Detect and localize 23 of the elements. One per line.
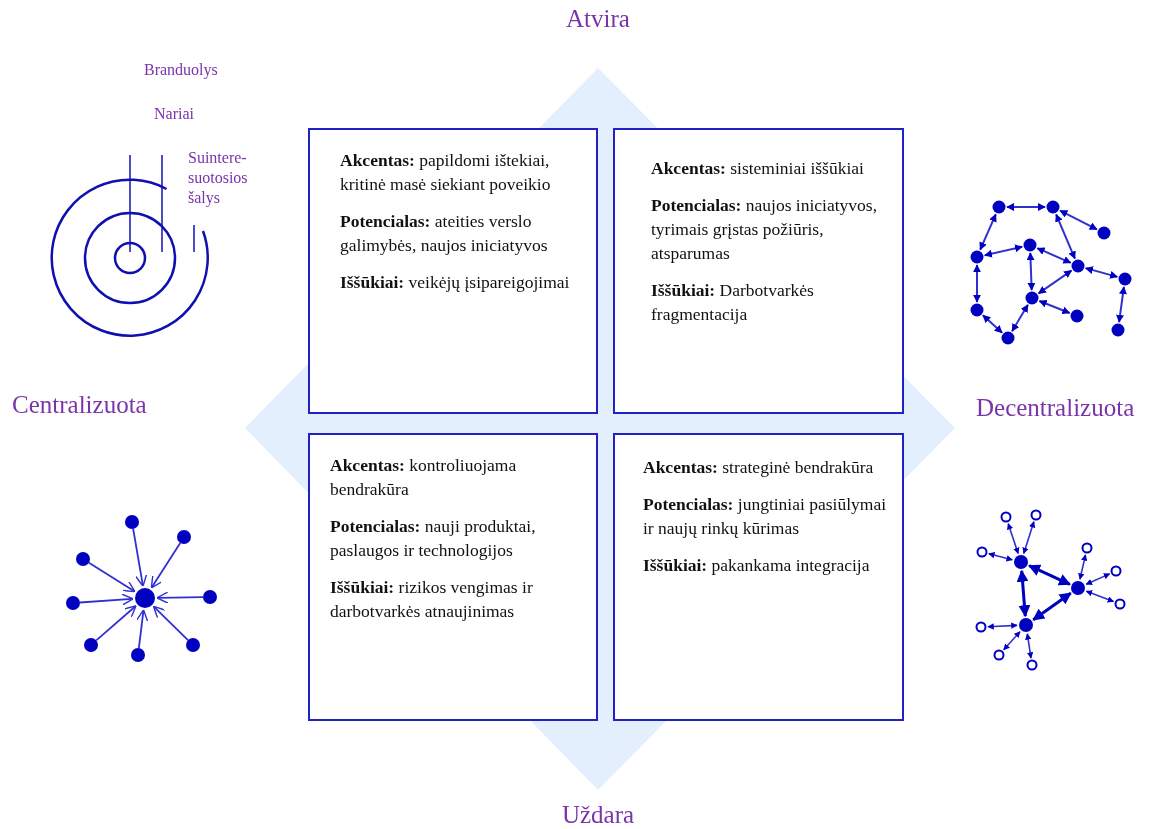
layer-label: Branduolys [144,60,218,80]
axis-label: Decentralizuota [976,393,1135,423]
quadrant-box [308,128,598,414]
quadrant-text: Potencialas: nauji produktai, paslaugos ir technologijos [330,515,537,562]
quadrant-text: Akcentas: papildomi ištekiai, kritinė masė siekiant poveikio [340,149,552,196]
axis-label: Centralizuota [12,390,147,420]
quadrant-text: Potencialas: naujos iniciatyvos, tyrimais grįstas požiūris, atsparumas [651,194,878,265]
quadrant-text: Iššūkiai: Darbotvarkės fragmentacija [651,279,815,326]
quadrant-text: Akcentas: sisteminiai iššūkiai [651,157,865,180]
quadrant-box [613,128,904,414]
axis-label: Atvira [566,4,630,34]
quadrant-text: Iššūkiai: pakankama integracija [643,554,871,577]
quadrant-box [308,433,598,721]
quadrant-text: Potencialas: jungtiniai pasiūlymai ir naujų rinkų kūrimas [643,493,888,540]
axis-label: Uždara [561,800,635,829]
quadrant-text: Akcentas: strateginė bendrakūra [643,456,875,479]
quadrant-box [613,433,904,721]
quadrant-text: Iššūkiai: rizikos vengimas ir darbotvarkės atnaujinimas [330,576,534,623]
quadrant-text: Akcentas: kontroliuojama bendrakūra [330,454,518,501]
quadrant-text: Potencialas: ateities verslo galimybės, naujos iniciatyvos [340,210,549,257]
layer-label: Suintere-suotosios šalys [188,148,249,208]
quadrant-text: Iššūkiai: veikėjų įsipareigojimai [340,271,571,294]
layer-label: Nariai [154,104,194,124]
